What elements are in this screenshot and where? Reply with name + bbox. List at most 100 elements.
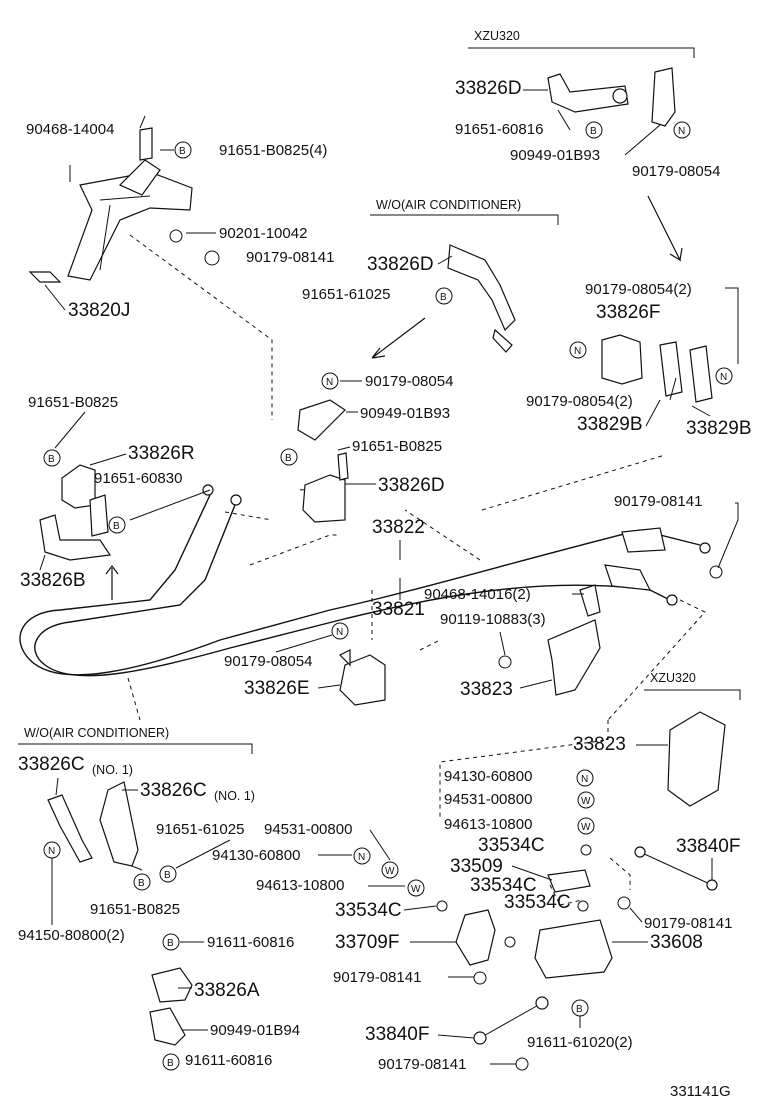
- label-94613-10800-a: 94613-10800: [256, 877, 344, 894]
- label-90179-08054-low: 90179-08054: [224, 653, 312, 670]
- label-94531-00800-b: 94531-00800: [444, 791, 532, 808]
- bracket-33826D-top: [547, 67, 676, 127]
- section-xzu320-top: XZU320: [468, 29, 695, 58]
- symbol-b: B: [48, 454, 55, 465]
- label-33826C-1a: 33826C: [18, 754, 85, 775]
- label-94150-80800-2: 94150-80800(2): [18, 927, 125, 944]
- label-90179-08141-d: 90179-08141: [333, 969, 421, 986]
- symbol-w: W: [411, 884, 421, 895]
- label-90949-01B94: 90949-01B94: [210, 1022, 300, 1039]
- symbol-w: W: [385, 866, 395, 877]
- symbol-b: B: [138, 878, 145, 889]
- label-90179-08141-b: 90179-08141: [614, 493, 702, 510]
- brackets-33826R-33826B: [39, 464, 112, 561]
- label-90179-08141-a: 90179-08141: [246, 249, 334, 266]
- symbol-n: N: [336, 627, 343, 638]
- label-33840F-a: 33840F: [676, 836, 740, 857]
- section-label-xzu320-right: XZU320: [650, 671, 696, 685]
- label-90201-10042: 90201-10042: [219, 225, 307, 242]
- label-33826E: 33826E: [244, 678, 310, 699]
- label-33821: 33821: [372, 599, 425, 620]
- label-90179-08054-top: 90179-08054: [632, 163, 720, 180]
- symbol-b: B: [167, 938, 174, 949]
- label-91651-61025: 91651-61025: [302, 286, 390, 303]
- shift-lever-assembly: [455, 846, 718, 1045]
- label-33826A: 33826A: [194, 980, 260, 1001]
- symbol-b: B: [164, 870, 171, 881]
- label-33608: 33608: [650, 932, 703, 953]
- bracket-33823: [547, 584, 601, 696]
- label-33534C-c: 33534C: [504, 892, 571, 913]
- label-90949-01B93-top: 90949-01B93: [510, 147, 600, 164]
- bracket-33823-xzu320: [667, 711, 726, 807]
- label-33826C-1b-no: (NO. 1): [214, 789, 255, 803]
- label-90119-10883-3: 90119-10883(3): [440, 611, 546, 628]
- symbol-w: W: [581, 796, 591, 807]
- label-90179-08054-2a: 90179-08054(2): [585, 281, 692, 298]
- section-xzu320-right: XZU320: [644, 671, 741, 700]
- label-33534C-b: 33534C: [470, 875, 537, 896]
- symbol-n: N: [678, 126, 685, 137]
- label-33822: 33822: [372, 517, 425, 538]
- label-33829B-a: 33829B: [577, 414, 643, 435]
- label-94613-10800-b: 94613-10800: [444, 816, 532, 833]
- shift-lever-bracket-33820J: [28, 127, 193, 283]
- symbol-b: B: [576, 1004, 583, 1015]
- label-94130-60800-b: 94130-60800: [444, 768, 532, 785]
- label-91651-60816: 91651-60816: [455, 121, 543, 138]
- symbol-n: N: [720, 372, 727, 383]
- label-91651-61025-low: 91651-61025: [156, 821, 244, 838]
- bracket-33826D-mid: [447, 244, 516, 353]
- bracket-33826A: [149, 967, 193, 1046]
- symbol-b: B: [590, 126, 597, 137]
- label-33826R: 33826R: [128, 443, 195, 464]
- bracket-33826F: [601, 334, 713, 403]
- label-91651-B0825-low: 91651-B0825: [90, 901, 180, 918]
- parts-center-stack: [297, 399, 349, 523]
- label-94130-60800-a: 94130-60800: [212, 847, 300, 864]
- label-94531-00800-a: 94531-00800: [264, 821, 352, 838]
- label-91611-60816-a: 91611-60816: [207, 934, 294, 951]
- label-90179-08141-c: 90179-08141: [644, 915, 732, 932]
- label-91651-B0825-mid: 91651-B0825: [352, 438, 442, 455]
- section-wo-ac-top: W/O(AIR CONDITIONER): [370, 198, 559, 225]
- symbol-w: W: [581, 822, 591, 833]
- view-arrows: [105, 195, 683, 600]
- label-33840F-b: 33840F: [365, 1024, 429, 1045]
- symbol-n: N: [581, 774, 588, 785]
- section-wo-ac-left: W/O(AIR CONDITIONER): [18, 726, 253, 754]
- label-33823-a: 33823: [460, 679, 513, 700]
- diagram-id: 331141G: [670, 1083, 731, 1100]
- shift-cables-33821-33822: [19, 484, 711, 677]
- label-33826F: 33826F: [596, 302, 660, 323]
- label-33826D-mid: 33826D: [367, 254, 434, 275]
- label-33829B-b: 33829B: [686, 418, 752, 439]
- symbol-b: B: [285, 453, 292, 464]
- symbol-n: N: [574, 346, 581, 357]
- label-33509: 33509: [450, 856, 503, 877]
- label-91611-61020-2: 91611-61020(2): [527, 1034, 633, 1051]
- label-33826D-top: 33826D: [455, 78, 522, 99]
- label-33826C-1b: 33826C: [140, 780, 207, 801]
- symbol-n: N: [48, 846, 55, 857]
- label-33820J: 33820J: [68, 300, 130, 321]
- label-33709F: 33709F: [335, 932, 399, 953]
- label-90179-08141-e: 90179-08141: [378, 1056, 466, 1073]
- label-91651-B0825-left: 91651-B0825: [28, 394, 118, 411]
- symbol-n: N: [326, 377, 333, 388]
- label-90468-14004: 90468-14004: [26, 121, 114, 138]
- label-90179-08054-2b: 90179-08054(2): [526, 393, 633, 410]
- label-90179-08054-mid: 90179-08054: [365, 373, 453, 390]
- label-33534C-d: 33534C: [335, 900, 402, 921]
- label-33823-b: 33823: [573, 734, 626, 755]
- symbol-b: B: [179, 146, 186, 157]
- symbol-n: N: [358, 852, 365, 863]
- symbol-b: B: [440, 292, 447, 303]
- symbol-b: B: [113, 521, 120, 532]
- brackets-33826C: [47, 781, 139, 867]
- bracket-33826E: [338, 649, 386, 706]
- section-label-wo-ac-top: W/O(AIR CONDITIONER): [376, 198, 521, 212]
- label-33826C-1a-no: (NO. 1): [92, 763, 133, 777]
- label-33534C-a: 33534C: [478, 835, 545, 856]
